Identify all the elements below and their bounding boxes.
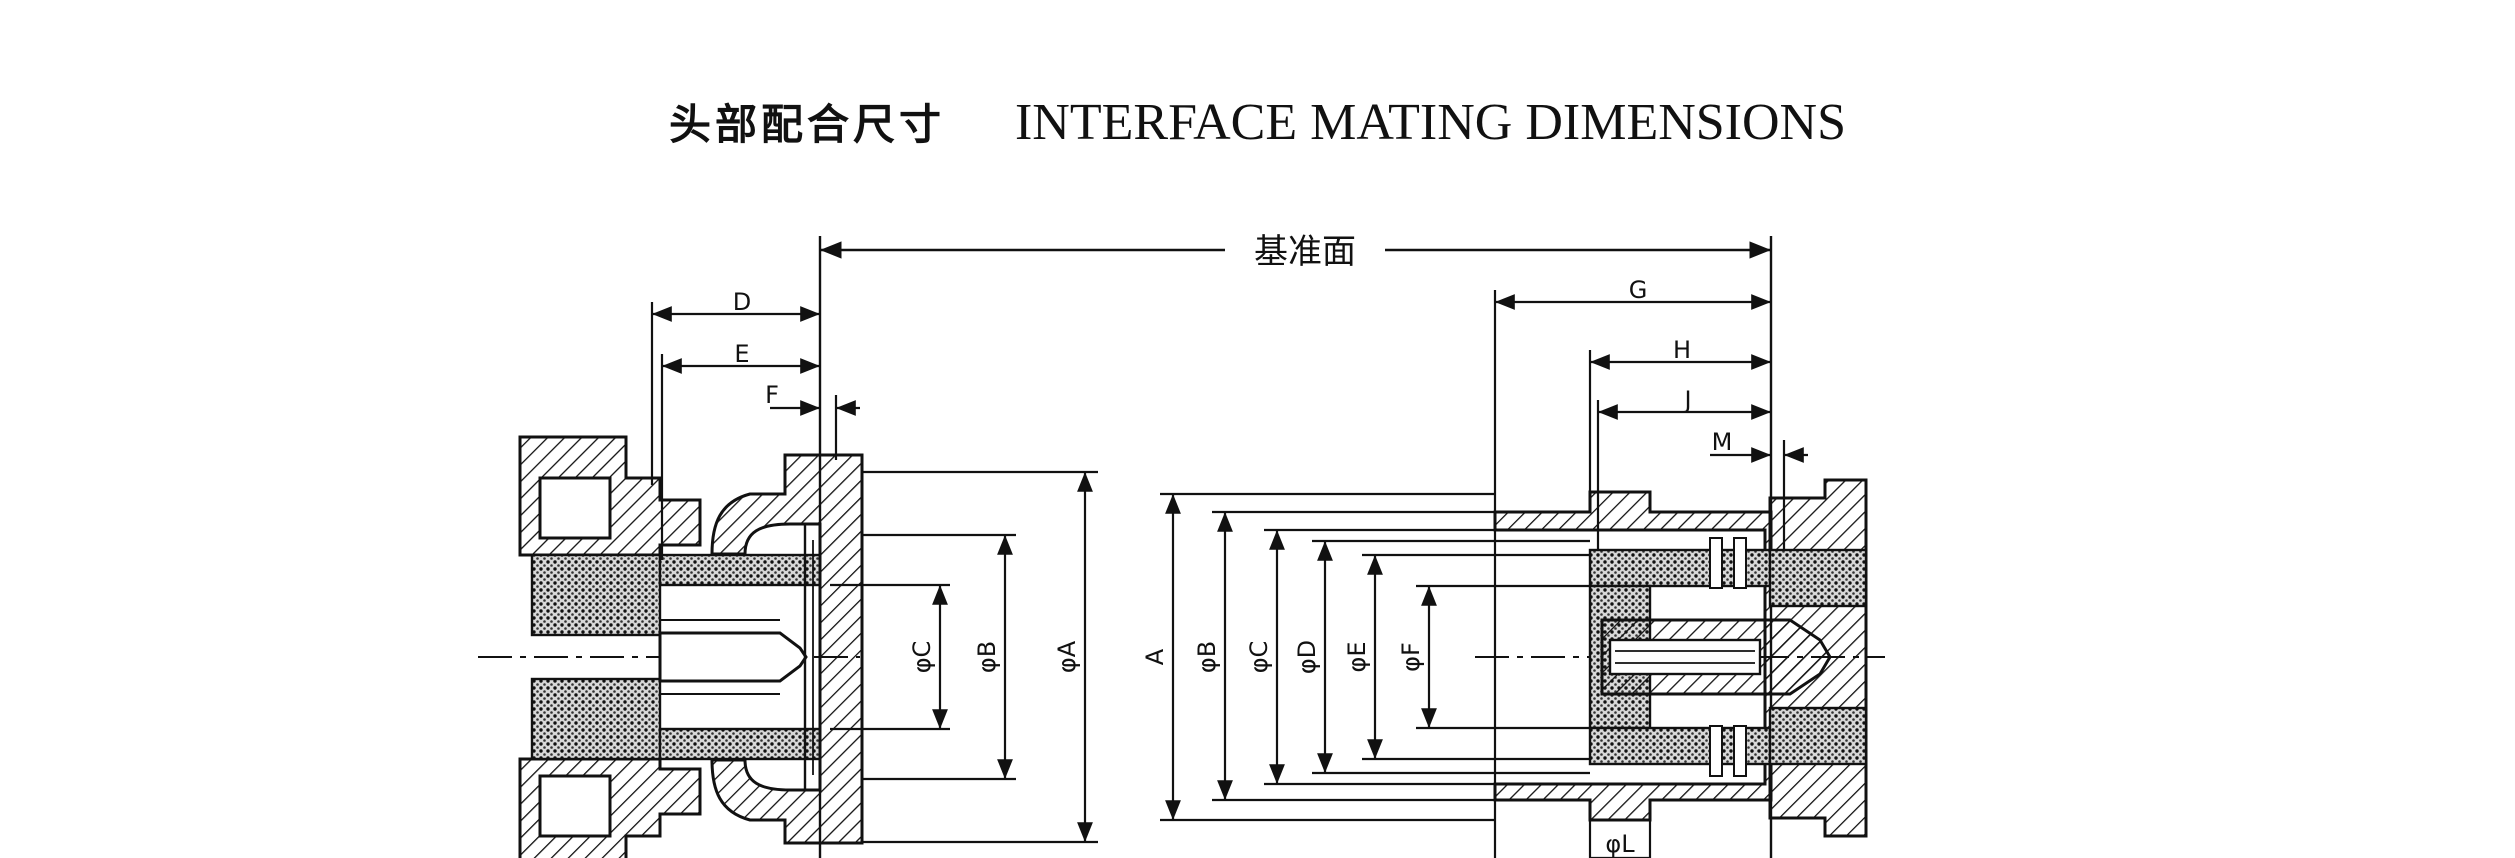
dim-label-phi-c-right: φC (1245, 641, 1273, 674)
title-english: INTERFACE MATING DIMENSIONS (1014, 94, 1847, 151)
reference-plane-label: 基准面 (1254, 232, 1356, 272)
dim-label-a-right: A (1141, 648, 1169, 665)
dim-label-phi-f-right: φF (1397, 642, 1425, 672)
dim-label-j: J (1682, 386, 1691, 414)
dim-label-e: E (734, 340, 749, 368)
left-coupling-nut (710, 453, 864, 845)
dim-label-phi-e-right: φE (1343, 642, 1371, 673)
dim-label-g: G (1629, 276, 1648, 304)
dim-label-m: M (1712, 428, 1733, 456)
dim-label-phi-l: φL (1605, 830, 1635, 858)
dim-label-phi-b-left: φB (973, 641, 1001, 673)
left-dielectric-lower (530, 677, 662, 761)
dim-label-phi-c-left: φC (908, 641, 936, 674)
left-contact-pin (658, 631, 808, 683)
page-title: 头部配合尺寸 INTERFACE MATING DIMENSIONS (0, 92, 2515, 155)
dim-label-phi-b-right: φB (1193, 641, 1221, 673)
dim-label-phi-d-right: φD (1293, 640, 1321, 674)
right-connector-view: A φB φC φD φE φF G H J M φL (1141, 276, 1885, 858)
dim-label-f: F (765, 381, 779, 409)
dim-label-d: D (733, 288, 751, 316)
dim-label-h: H (1673, 336, 1691, 364)
left-dielectric-upper (530, 553, 662, 637)
dim-label-phi-a-left: φA (1053, 640, 1081, 673)
title-chinese: 头部配合尺寸 (668, 100, 945, 149)
left-connector-view: D E F φC φB φA (478, 288, 1098, 858)
